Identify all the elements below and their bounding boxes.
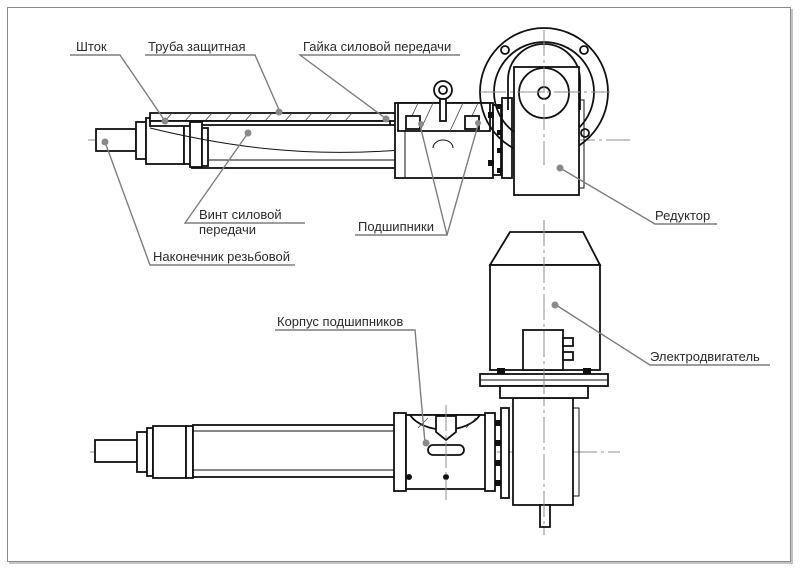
tube-top (192, 424, 396, 478)
side-view (88, 27, 630, 196)
flange-bolts-top (495, 407, 510, 499)
label-power-screw-line2: передачи (199, 222, 256, 237)
gearbox-side (479, 27, 610, 196)
label-power-screw-line1: Винт силовой (199, 207, 282, 222)
label-gearbox: Редуктор (655, 208, 710, 223)
top-view (90, 380, 620, 535)
gearbox-top (512, 397, 574, 506)
label-bearing-housing: Корпус подшипников (277, 314, 403, 329)
cylinder-body (191, 124, 405, 169)
labels: Шток Труба защитная Гайка силовой переда… (76, 39, 760, 364)
label-electric-motor: Электродвигатель (650, 349, 760, 364)
label-rod: Шток (76, 39, 107, 54)
output-shaft (539, 504, 551, 528)
leader-lines (70, 54, 770, 447)
label-power-nut: Гайка силовой передачи (303, 39, 451, 54)
protective-tube-shape (149, 112, 401, 122)
rod-end-collar (135, 121, 147, 160)
threaded-tip-shape (95, 128, 137, 152)
label-bearings: Подшипники (358, 219, 434, 234)
label-threaded-tip: Наконечник резьбовой (153, 249, 290, 264)
label-protective-tube: Труба защитная (148, 39, 245, 54)
lifting-eye (433, 80, 453, 122)
electric-motor-shape (479, 220, 609, 399)
